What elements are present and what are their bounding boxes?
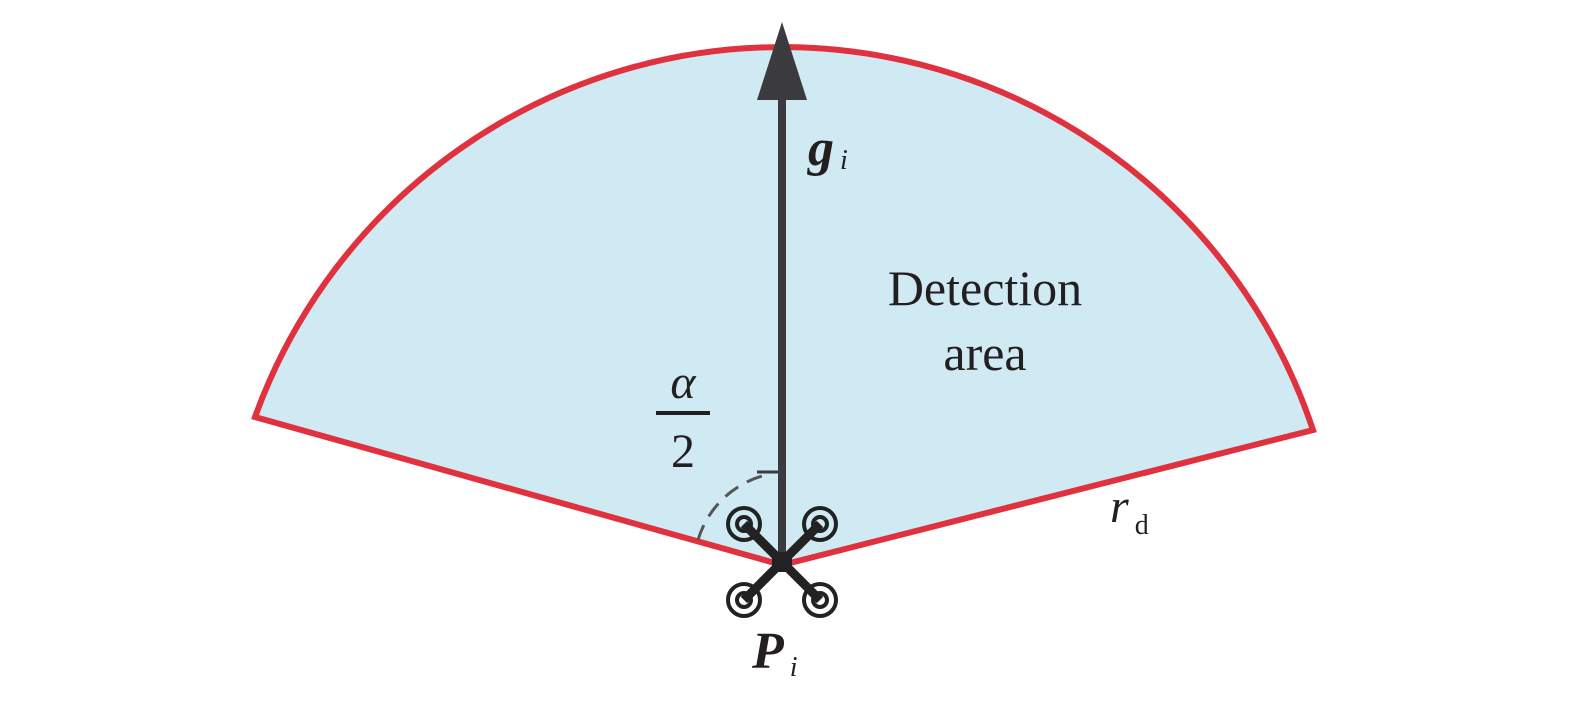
angle-arc xyxy=(696,472,771,541)
quadcopter-drone-icon xyxy=(726,506,838,618)
radius-label-main: r xyxy=(1110,480,1129,533)
area-label-line1: Detection xyxy=(888,260,1082,316)
position-label: P i xyxy=(751,623,798,683)
position-label-subscript: i xyxy=(790,652,798,683)
heading-vector-label-main: g xyxy=(807,120,834,177)
heading-vector-arrowhead xyxy=(757,22,807,100)
heading-vector-label: g i xyxy=(807,120,848,177)
area-label-line2: area xyxy=(943,325,1026,381)
angle-label-denominator: 2 xyxy=(671,425,695,478)
radius-label: r d xyxy=(1110,480,1149,541)
radius-label-subscript: d xyxy=(1135,510,1149,541)
heading-vector-label-subscript: i xyxy=(840,145,848,176)
position-label-main: P xyxy=(751,623,785,680)
angle-label-numerator: α xyxy=(670,356,696,409)
